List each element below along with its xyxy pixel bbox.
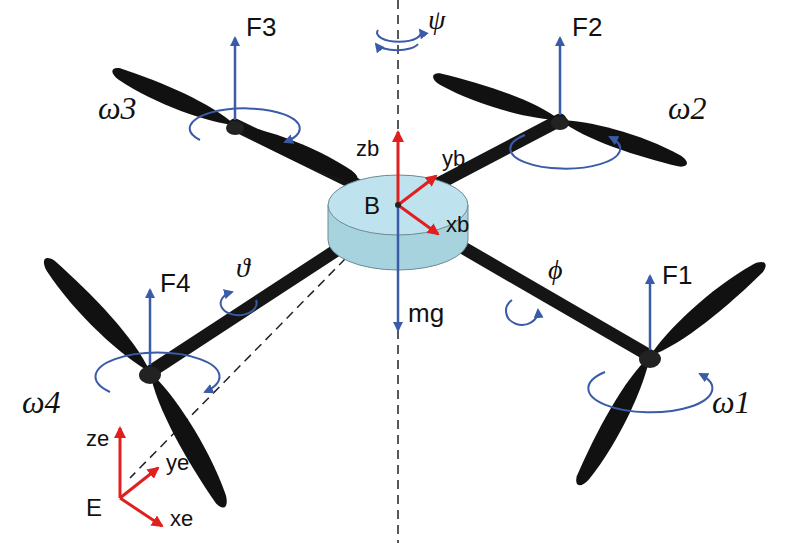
- force-label: F3: [246, 14, 276, 40]
- rotor-speed-label: ω1: [712, 386, 751, 418]
- roll-arrow: [506, 300, 538, 325]
- force-label: F2: [572, 14, 602, 40]
- yaw-arrow: [376, 44, 418, 50]
- axis-label: zb: [356, 138, 379, 160]
- rotor-2: [430, 38, 690, 173]
- axis-label: ze: [86, 428, 109, 450]
- yaw-label: ψ: [428, 6, 445, 34]
- weight-label: mg: [408, 300, 444, 326]
- pitch-label: ϑ: [236, 254, 250, 282]
- axis-label: xb: [446, 214, 469, 236]
- rotor-speed-label: ω2: [668, 92, 707, 124]
- roll-label: ϕ: [548, 256, 563, 284]
- origin-label: B: [364, 194, 380, 218]
- rotor-1: [569, 256, 771, 490]
- gravity-arrow: [397, 208, 400, 330]
- force-label: F4: [160, 270, 190, 296]
- earth-frame: [120, 428, 162, 526]
- rotor-4: [37, 252, 233, 512]
- axis-label: yb: [442, 148, 465, 170]
- body-frame: [398, 132, 438, 234]
- axis-label: ye: [166, 452, 189, 474]
- origin-label: E: [86, 496, 102, 520]
- frame-arms: [150, 120, 650, 372]
- pitch-arrow: [221, 292, 257, 315]
- vertical-axis: [397, 0, 399, 543]
- rotor-speed-label: ω3: [98, 92, 137, 124]
- force-label: F1: [662, 262, 692, 288]
- rotor-speed-label: ω4: [22, 386, 61, 418]
- yaw-arrow: [377, 30, 421, 42]
- rotor-3: [109, 38, 362, 188]
- axis-label: xe: [170, 508, 193, 530]
